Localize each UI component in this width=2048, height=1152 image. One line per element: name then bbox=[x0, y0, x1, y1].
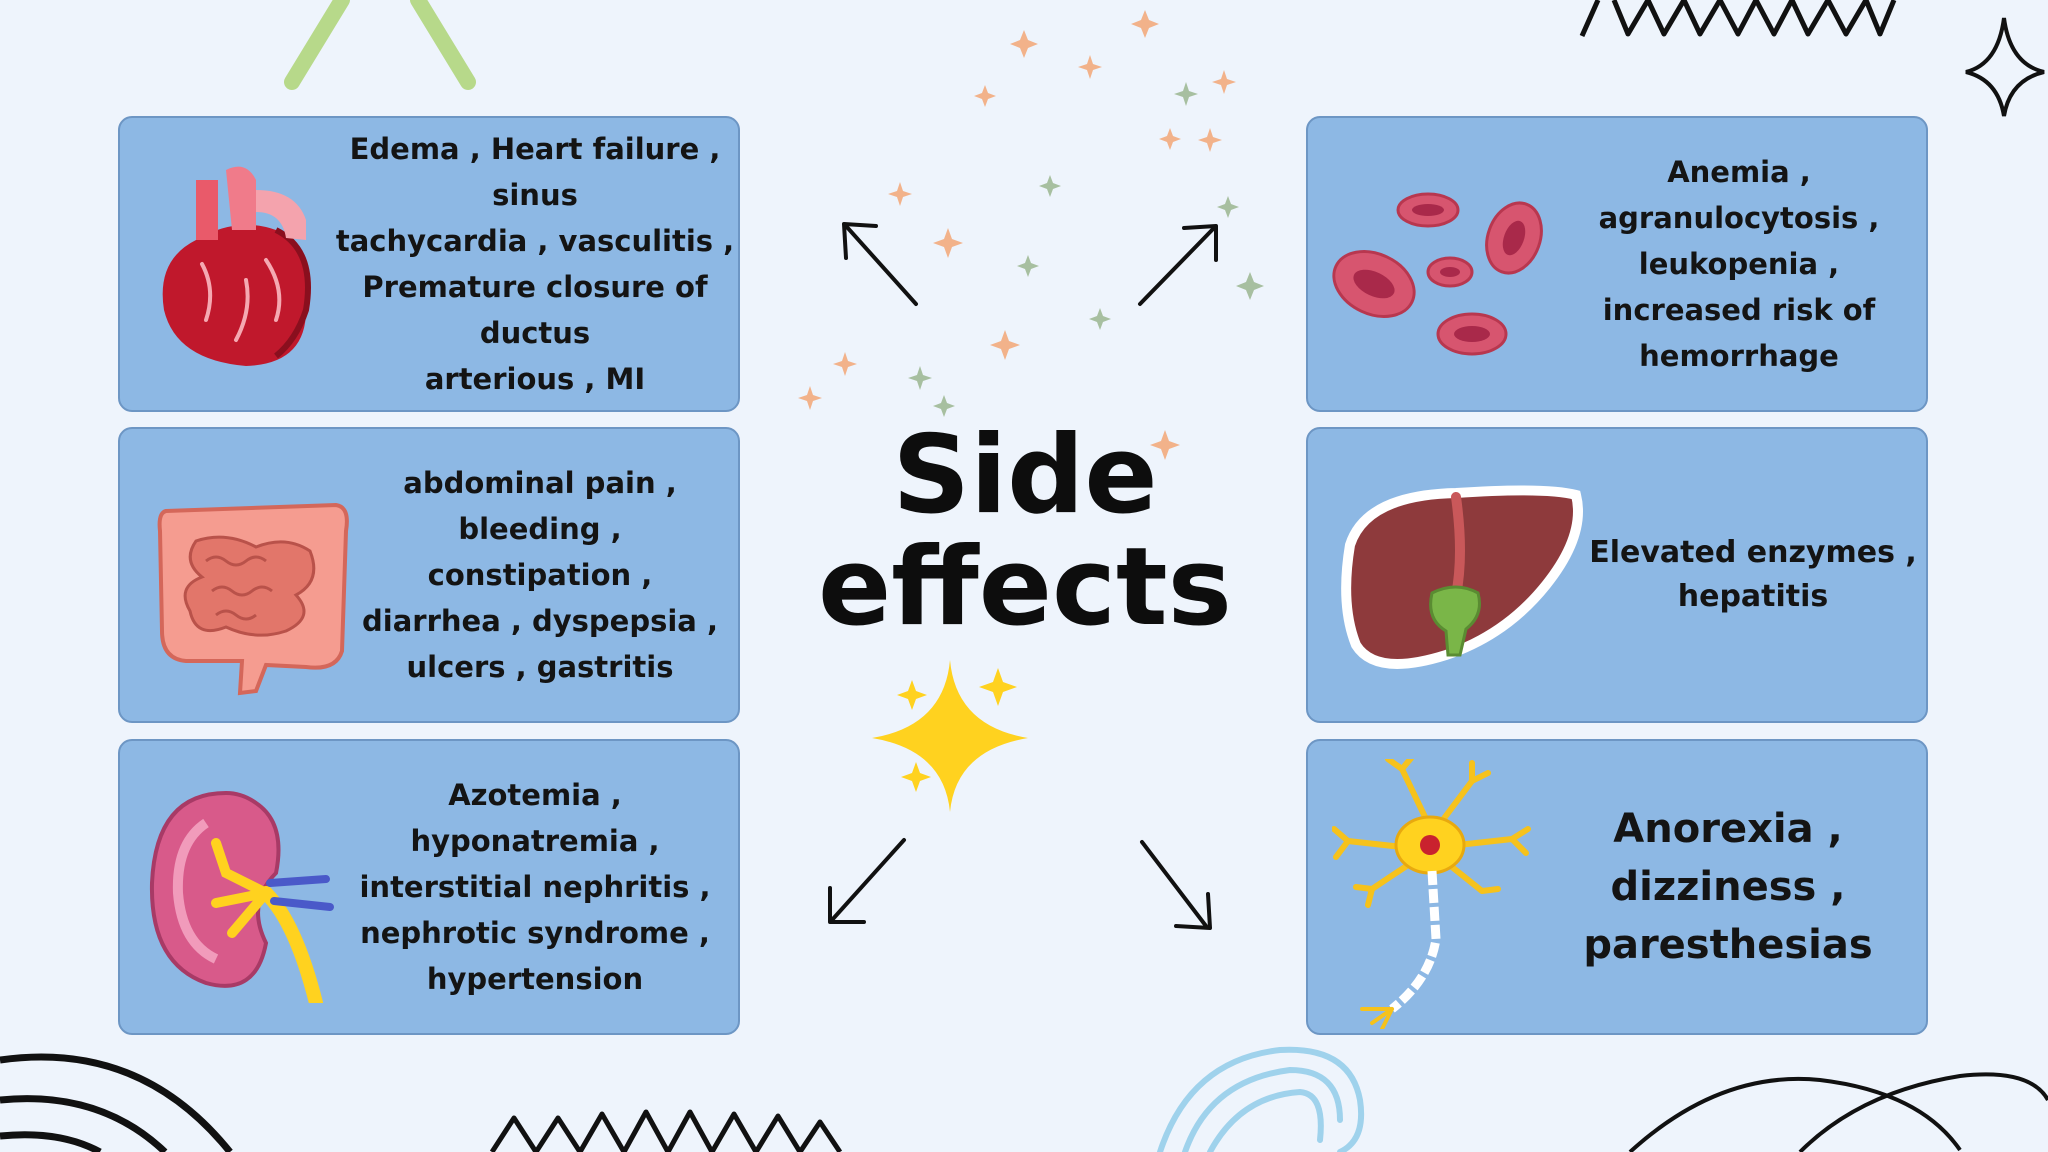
zigzag-doodle-top bbox=[1579, 0, 1897, 38]
card-intestines-line: bleeding , bbox=[458, 512, 622, 546]
card-kidney-line: Azotemia , bbox=[448, 778, 622, 812]
card-neuron-line: Anorexia , bbox=[1613, 806, 1843, 852]
green-sparkles bbox=[908, 82, 1264, 417]
blue-scribble-doodle bbox=[1157, 1046, 1365, 1152]
concentric-arcs-doodle bbox=[0, 1053, 233, 1152]
card-blood-cells-line: Anemia , bbox=[1667, 155, 1811, 189]
card-intestines-line: diarrhea , dyspepsia , bbox=[362, 604, 718, 638]
liver-icon bbox=[1341, 485, 1583, 669]
kidney-icon bbox=[149, 790, 334, 1003]
pastel-sparkles bbox=[798, 10, 1236, 460]
arrow-down-right-icon bbox=[1140, 840, 1212, 930]
intestines-icon bbox=[157, 502, 349, 696]
card-neuron-line: paresthesias bbox=[1583, 922, 1873, 968]
title-line-2: effects bbox=[818, 525, 1232, 650]
card-intestines: abdominal pain , bleeding , constipation… bbox=[118, 427, 740, 723]
card-heart-line: Edema , Heart failure , bbox=[349, 132, 721, 166]
card-kidney-line: nephrotic syndrome , bbox=[360, 916, 710, 950]
gold-sparkle bbox=[872, 660, 1028, 812]
card-blood-cells-line: leukopenia , bbox=[1638, 247, 1840, 281]
loop-doodle bbox=[1628, 1072, 2048, 1152]
card-heart-line: Premature closure of bbox=[362, 270, 708, 304]
card-liver-line: Elevated enzymes , bbox=[1589, 535, 1917, 570]
card-neuron: Anorexia , dizziness , paresthesias bbox=[1306, 739, 1928, 1035]
card-intestines-line: abdominal pain , bbox=[403, 466, 677, 500]
zigzag-doodle-bottom bbox=[489, 1109, 843, 1152]
card-kidney-line: interstitial nephritis , bbox=[359, 870, 711, 904]
arrows bbox=[828, 222, 1218, 930]
card-heart-line: ductus bbox=[479, 316, 591, 350]
arrow-up-right-icon bbox=[1138, 224, 1218, 306]
card-intestines-line: constipation , bbox=[427, 558, 653, 592]
card-heart: Edema , Heart failure , sinus tachycardi… bbox=[118, 116, 740, 412]
card-kidney-line: hyponatremia , bbox=[410, 824, 660, 858]
card-heart-line: arterious , MI bbox=[424, 362, 646, 396]
title-line-1: Side bbox=[892, 413, 1158, 538]
card-blood-cells-line: increased risk of bbox=[1602, 293, 1876, 327]
card-blood-cells: Anemia , agranulocytosis , leukopenia , … bbox=[1306, 116, 1928, 412]
card-neuron-line: dizziness , bbox=[1610, 864, 1846, 910]
card-blood-cells-line: hemorrhage bbox=[1639, 339, 1839, 373]
card-heart-line: tachycardia , vasculitis , bbox=[335, 224, 735, 258]
star-outline-doodle bbox=[1965, 17, 2045, 117]
card-liver: Elevated enzymes , hepatitis bbox=[1306, 427, 1928, 723]
card-blood-cells-line: agranulocytosis , bbox=[1598, 201, 1880, 235]
blood-cells-icon bbox=[1332, 192, 1543, 356]
card-heart-line: sinus bbox=[492, 178, 578, 212]
arrow-up-left-icon bbox=[842, 222, 918, 306]
page-title: Side effects bbox=[780, 420, 1270, 644]
card-kidney-line: hypertension bbox=[426, 962, 644, 996]
card-intestines-line: ulcers , gastritis bbox=[406, 650, 674, 684]
card-liver-line: hepatitis bbox=[1677, 579, 1829, 614]
card-kidney: Azotemia , hyponatremia , interstitial n… bbox=[118, 739, 740, 1035]
neuron-icon bbox=[1332, 759, 1531, 1029]
arrow-down-left-icon bbox=[828, 838, 906, 924]
heart-icon bbox=[162, 166, 311, 366]
green-brush-doodle bbox=[284, 0, 476, 90]
